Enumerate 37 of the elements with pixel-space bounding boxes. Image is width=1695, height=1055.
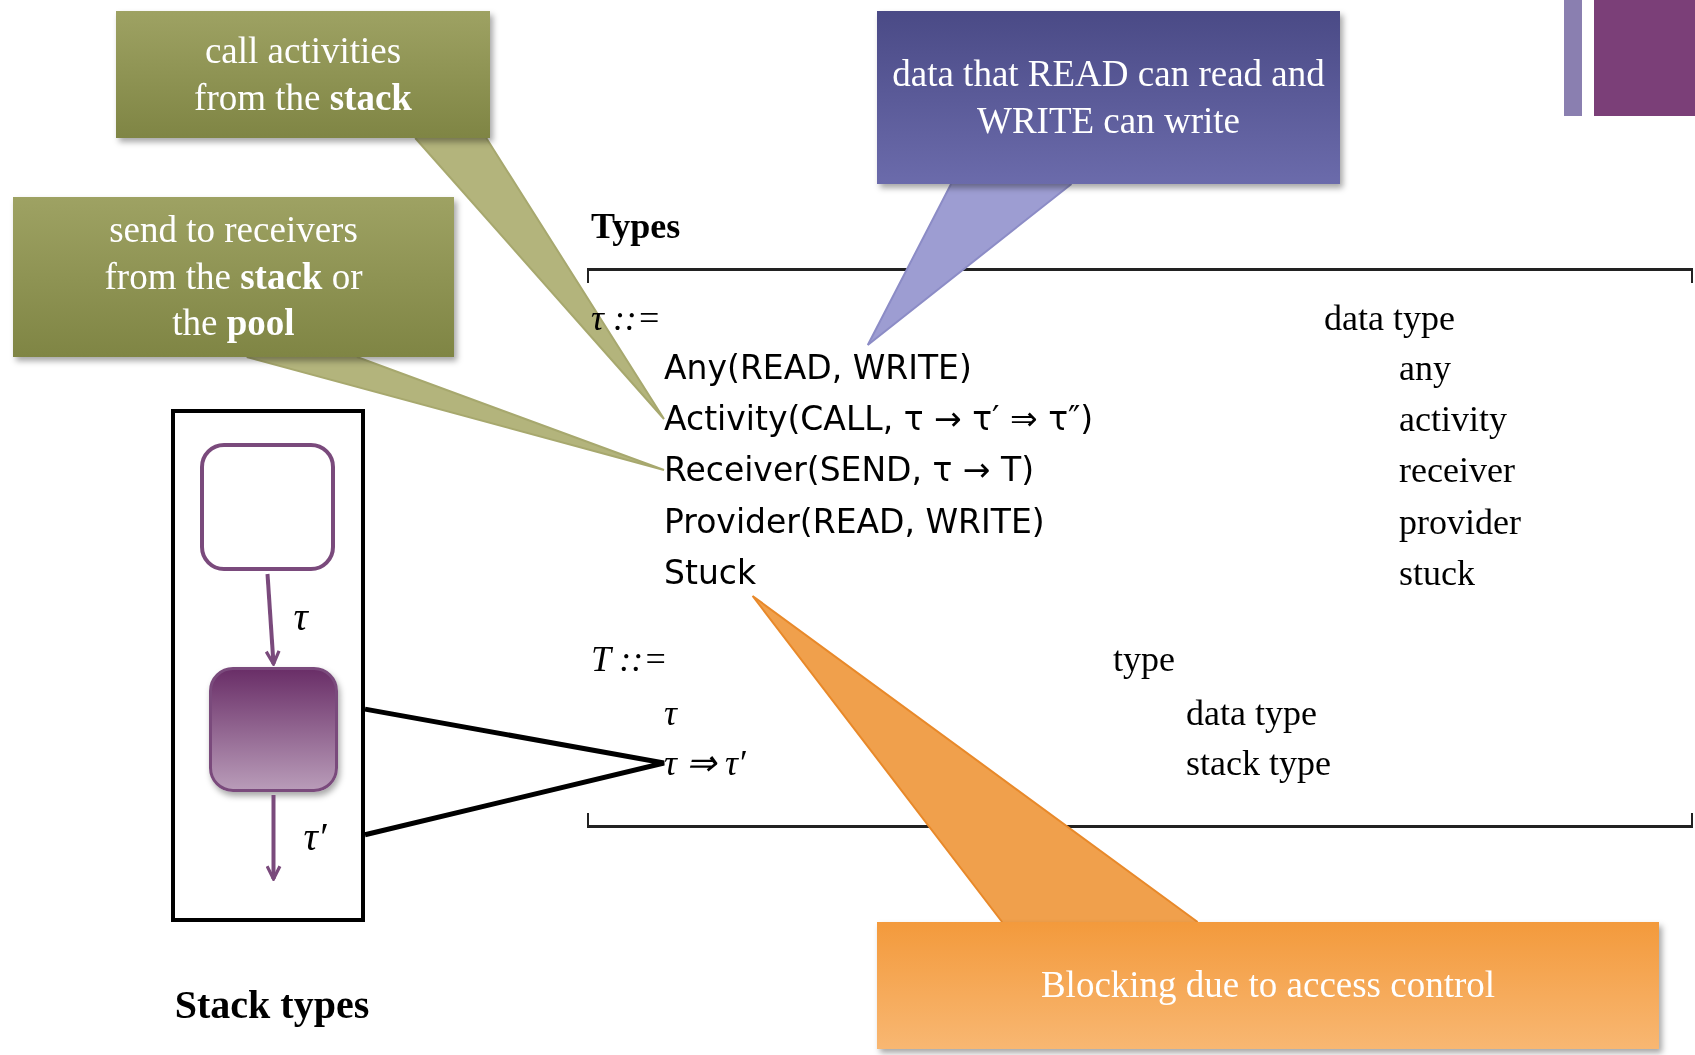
- callout-pointer: [751, 595, 1199, 923]
- callout-box: [13, 197, 454, 357]
- section-heading: Types: [591, 205, 681, 247]
- grammar-term: Activity(CALL, τ → τ′ ⇒ τ″): [664, 398, 1094, 440]
- term-description: stuck: [1399, 552, 1475, 595]
- term-description: provider: [1399, 501, 1521, 544]
- term-description: receiver: [1399, 449, 1515, 492]
- grammar-term: T ::=: [591, 638, 668, 681]
- callout-box: [877, 11, 1340, 184]
- callout-text: send to receivers from the stack or the pool: [104, 207, 363, 346]
- callout-pointer: [362, 706, 667, 838]
- grammar-term: Provider(READ, WRITE): [664, 501, 1045, 543]
- callout-text: Blocking due to access control: [1040, 963, 1496, 1007]
- grammar-term: τ ⇒ τ′: [664, 742, 746, 785]
- outlined-box: [200, 443, 335, 571]
- term-description: data type: [1324, 297, 1455, 340]
- callout-text: data that READ can read and WRITE can write: [891, 51, 1326, 143]
- filled-box: [209, 667, 338, 792]
- callout-pointer: [866, 183, 1073, 346]
- term-description: any: [1399, 347, 1451, 390]
- term-description: stack type: [1186, 742, 1331, 785]
- callout-pointer: [414, 137, 665, 420]
- term-description: activity: [1399, 398, 1507, 441]
- arrow: [265, 795, 282, 881]
- arrow: [264, 573, 281, 666]
- figure-caption: Stack types: [173, 981, 371, 1028]
- grammar-term: τ: [664, 692, 677, 735]
- callout-box: [877, 922, 1659, 1049]
- grammar-term: Stuck: [664, 552, 757, 594]
- term-description: type: [1113, 638, 1175, 681]
- callout-text: call activities from the stack: [193, 28, 413, 120]
- callout-pointer: [245, 356, 665, 471]
- grammar-term: Receiver(SEND, τ → T): [664, 449, 1035, 491]
- callout-box: [116, 11, 490, 138]
- grammar-term: Any(READ, WRITE): [664, 347, 972, 389]
- grammar-term: τ ::=: [591, 297, 662, 340]
- term-description: data type: [1186, 692, 1317, 735]
